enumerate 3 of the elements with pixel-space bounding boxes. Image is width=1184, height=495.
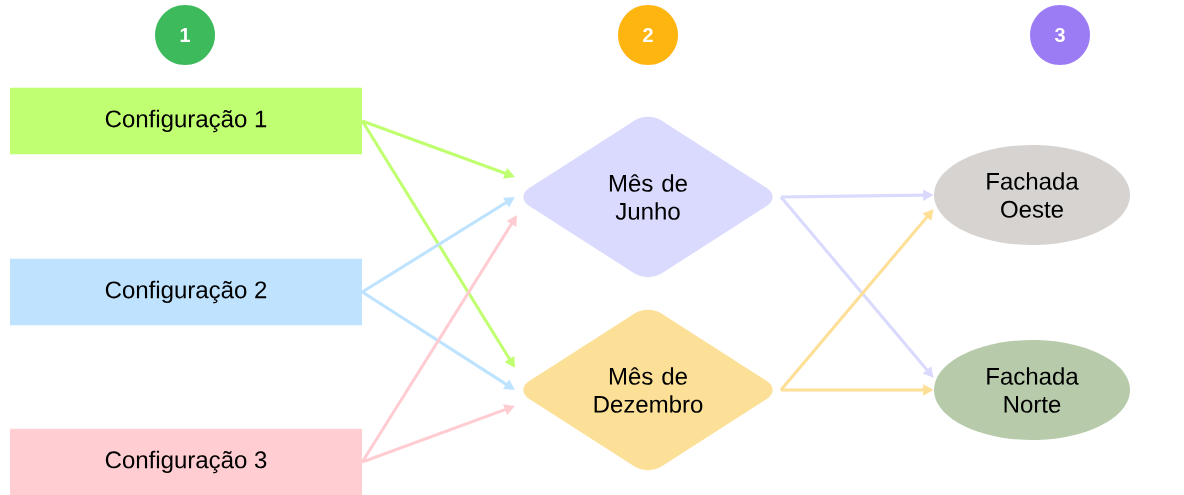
configuration-box: Configuração 1 bbox=[10, 87, 362, 155]
configuration-box: Configuração 2 bbox=[10, 258, 362, 326]
configuration-box: Configuração 3 bbox=[10, 428, 362, 495]
